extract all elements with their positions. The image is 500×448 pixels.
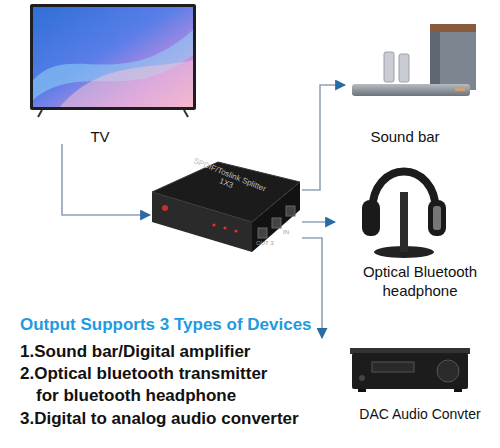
optical-port	[258, 228, 267, 238]
dac-foot	[454, 389, 462, 392]
dac-node: DAC Audio Convter	[315, 338, 495, 428]
satellite-speaker	[399, 54, 409, 82]
device-label: TV	[20, 128, 180, 145]
soundbar-badge	[455, 88, 465, 91]
dac-illustration	[350, 348, 470, 392]
led	[234, 229, 237, 232]
subwoofer-side	[430, 30, 440, 90]
optical-port	[286, 206, 295, 216]
dac-display	[372, 362, 414, 372]
connector-arrow	[62, 144, 150, 215]
device-label: DAC Audio Convter	[350, 406, 490, 422]
dac-foot	[358, 389, 366, 392]
headphone-illustration	[362, 172, 446, 259]
tv-frame	[30, 4, 196, 110]
device-top-text: SPDIF/Toslink Splitter 1X3	[188, 156, 269, 203]
tv-leg	[184, 110, 188, 117]
tv-node: TV	[20, 4, 200, 144]
device-label: Sound bar	[345, 128, 465, 145]
earcup	[428, 200, 446, 236]
connector-arrow	[302, 85, 345, 190]
satellite-speaker	[384, 52, 394, 82]
led	[223, 226, 226, 229]
soundbar-illustration	[352, 24, 476, 96]
tv-wave	[60, 60, 193, 107]
connector-arrow	[302, 221, 335, 223]
subwoofer-body	[430, 30, 476, 90]
tv-leg	[38, 110, 42, 117]
optical-port	[272, 218, 281, 228]
dac-button	[359, 375, 365, 381]
port-label: IN	[283, 229, 289, 235]
subwoofer-top	[430, 24, 476, 32]
device-label: Optical Bluetooth headphone	[345, 262, 495, 300]
section-heading: Output Supports 3 Types of Devices	[20, 315, 340, 335]
connector-arrow	[302, 238, 322, 338]
dac-knob	[437, 360, 459, 382]
soundbar-node: Sound bar	[345, 4, 490, 144]
tv-illustration	[30, 4, 196, 117]
list-item: 1.Sound bar/Digital amplifier	[20, 341, 340, 363]
soundbar-body	[352, 84, 470, 96]
tv-screen	[33, 7, 193, 107]
headphone-node: Optical Bluetooth headphone	[335, 150, 500, 302]
earcup	[362, 200, 380, 236]
earcup-grille	[433, 206, 441, 230]
dac-body	[352, 353, 468, 389]
power-port	[162, 205, 168, 211]
led	[212, 223, 215, 226]
list-item: 2.Optical bluetooth transmitter for blue…	[20, 363, 282, 407]
port-label: OUT 3	[256, 240, 274, 246]
headband	[372, 172, 436, 213]
list-item: 3.Digital to analog audio converter	[20, 408, 340, 430]
stand-post	[400, 192, 408, 252]
splitter-node: SPDIF/Toslink Splitter 1X3	[150, 156, 302, 252]
